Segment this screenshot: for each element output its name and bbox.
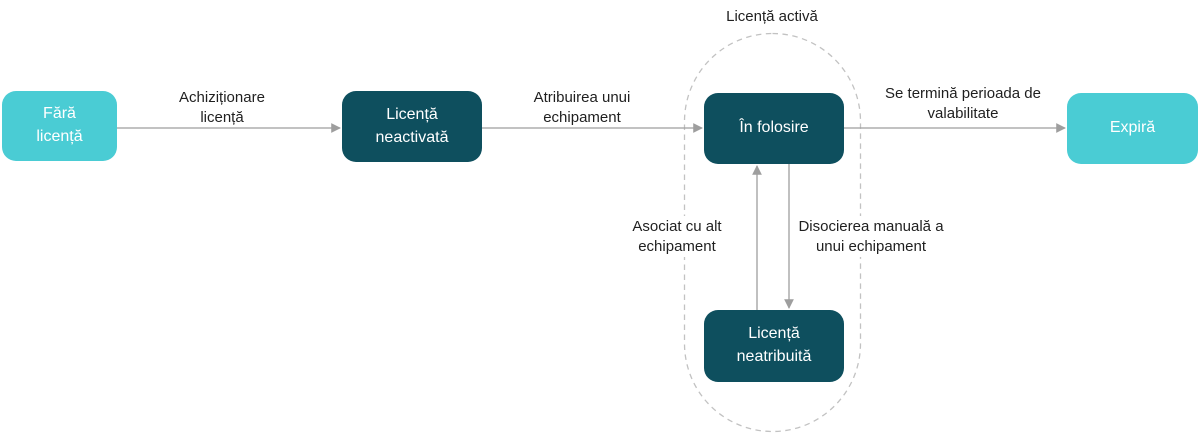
edge-label-atribuire: Atribuirea unui echipament [533, 89, 631, 126]
edge-label-expirare: Se termină perioada de valabilitate [885, 85, 1041, 122]
node-expira-label: Expiră [1109, 119, 1156, 137]
edge-label-disociere: Disocierea manuală a unui echipament [793, 216, 949, 257]
active-license-group-label: Licență activă [726, 8, 818, 25]
node-in-folosire-label: În folosire [739, 119, 809, 137]
edge-label-asociere: Asociat cu alt echipament [619, 216, 735, 257]
node-licenta-neactivata-label: Licență neactivată [375, 105, 449, 146]
node-in-folosire: În folosire [704, 93, 844, 164]
node-fara-licenta-label: Fără licență [36, 105, 83, 145]
node-fara-licenta: Fără licență [2, 91, 117, 161]
node-licenta-neatribuita: Licență neatribuită [704, 310, 844, 382]
node-licenta-neatribuita-label: Licență neatribuită [736, 325, 812, 365]
node-expira: Expiră [1067, 93, 1198, 164]
node-licenta-neactivata: Licență neactivată [342, 91, 482, 162]
active-license-group-border [683, 32, 862, 433]
edge-label-achizitionare: Achiziționare licență [179, 89, 265, 126]
